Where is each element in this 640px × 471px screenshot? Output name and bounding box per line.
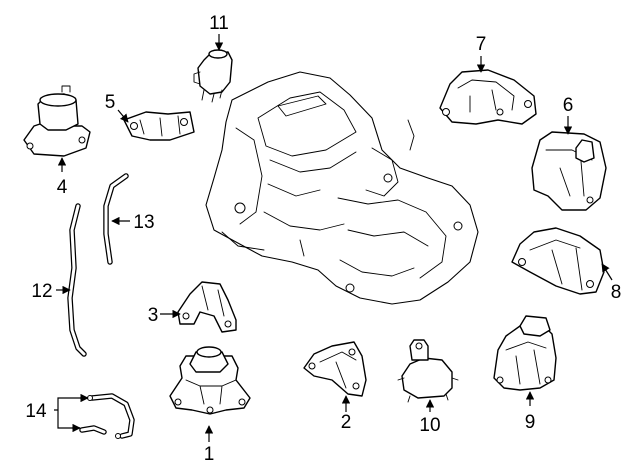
callout-11: 11 xyxy=(209,13,229,34)
part-14-hose xyxy=(79,393,135,439)
callout-12: 12 xyxy=(31,281,52,302)
callout-7: 7 xyxy=(476,34,487,55)
part-12-hose xyxy=(67,203,87,357)
part-11-mount xyxy=(193,49,233,103)
callout-2: 2 xyxy=(341,412,352,433)
part-7-bracket xyxy=(439,69,537,125)
part-1-mount xyxy=(169,346,251,415)
leader-14 xyxy=(54,397,88,429)
callout-9: 9 xyxy=(525,412,536,433)
part-10-mount xyxy=(397,339,459,403)
callout-1: 1 xyxy=(204,444,215,465)
part-6-mount xyxy=(531,131,607,211)
part-9-mount xyxy=(493,315,557,391)
callout-4: 4 xyxy=(57,177,68,198)
callout-13: 13 xyxy=(133,212,154,233)
part-4-mount xyxy=(23,85,91,157)
part-13-hose xyxy=(103,173,129,265)
part-5-bracket xyxy=(123,111,195,141)
callout-6: 6 xyxy=(563,95,574,116)
leader-5 xyxy=(117,109,129,123)
callout-10: 10 xyxy=(419,415,440,436)
callout-14: 14 xyxy=(25,401,47,422)
callout-5: 5 xyxy=(105,92,116,113)
part-3-bracket xyxy=(177,281,237,333)
part-8-bracket xyxy=(511,227,605,295)
part-2-bracket xyxy=(303,341,367,397)
callout-8: 8 xyxy=(611,282,622,303)
leader-8 xyxy=(601,263,613,281)
callout-3: 3 xyxy=(148,305,159,326)
engine-assembly xyxy=(205,71,479,305)
